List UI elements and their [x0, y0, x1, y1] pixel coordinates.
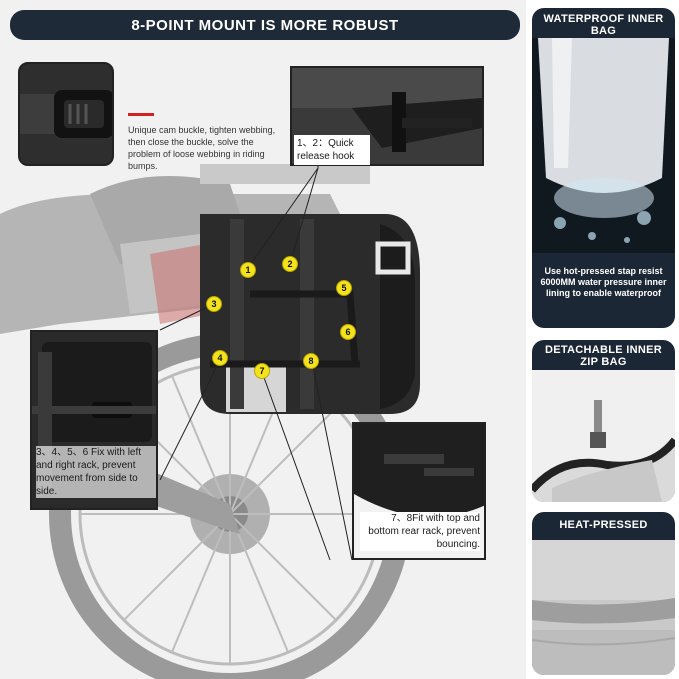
waterproof-title: WATERPROOF INNER BAG: [543, 13, 664, 37]
detachable-title: DETACHABLE INNER ZIP BAG: [544, 344, 663, 368]
marker-3: 3: [206, 296, 222, 312]
detachable-card: DETACHABLE INNER ZIP BAG: [532, 340, 675, 502]
marker-5: 5: [336, 280, 352, 296]
water-splash-photo: [532, 38, 675, 253]
heat-pressed-title: HEAT-PRESSED: [559, 519, 648, 531]
cam-buckle-photo: [18, 62, 114, 166]
side-rack-text: 3、4、5、6 Fix with left and right rack, pr…: [36, 446, 156, 498]
zip-bag-photo: [532, 370, 675, 502]
waterproof-description: Use hot-pressed stap resist 6000MM water…: [540, 266, 667, 298]
marker-4: 4: [212, 350, 228, 366]
marker-8: 8: [303, 353, 319, 369]
marker-1: 1: [240, 262, 256, 278]
bottom-rack-text: 7、8Fit with top and bottom rear rack, pr…: [360, 512, 480, 551]
cam-buckle-text: Unique cam buckle, tighten webbing, then…: [128, 125, 276, 171]
mount-panel: 8-POINT MOUNT IS MORE ROBUST: [0, 0, 526, 679]
cam-buckle-icon: [20, 64, 112, 164]
quick-release-hook-text: 1、2：Quick release hook: [294, 135, 370, 165]
mount-header: 8-POINT MOUNT IS MORE ROBUST: [10, 10, 520, 40]
waterproof-card: WATERPROOF INNER BAG Use hot-pressed sta…: [532, 8, 675, 328]
marker-6: 6: [340, 324, 356, 340]
marker-2: 2: [282, 256, 298, 272]
marker-7: 7: [254, 363, 270, 379]
heat-pressed-card: HEAT-PRESSED: [532, 512, 675, 675]
red-accent-line: [128, 113, 154, 116]
fabric-photo: [532, 540, 675, 675]
